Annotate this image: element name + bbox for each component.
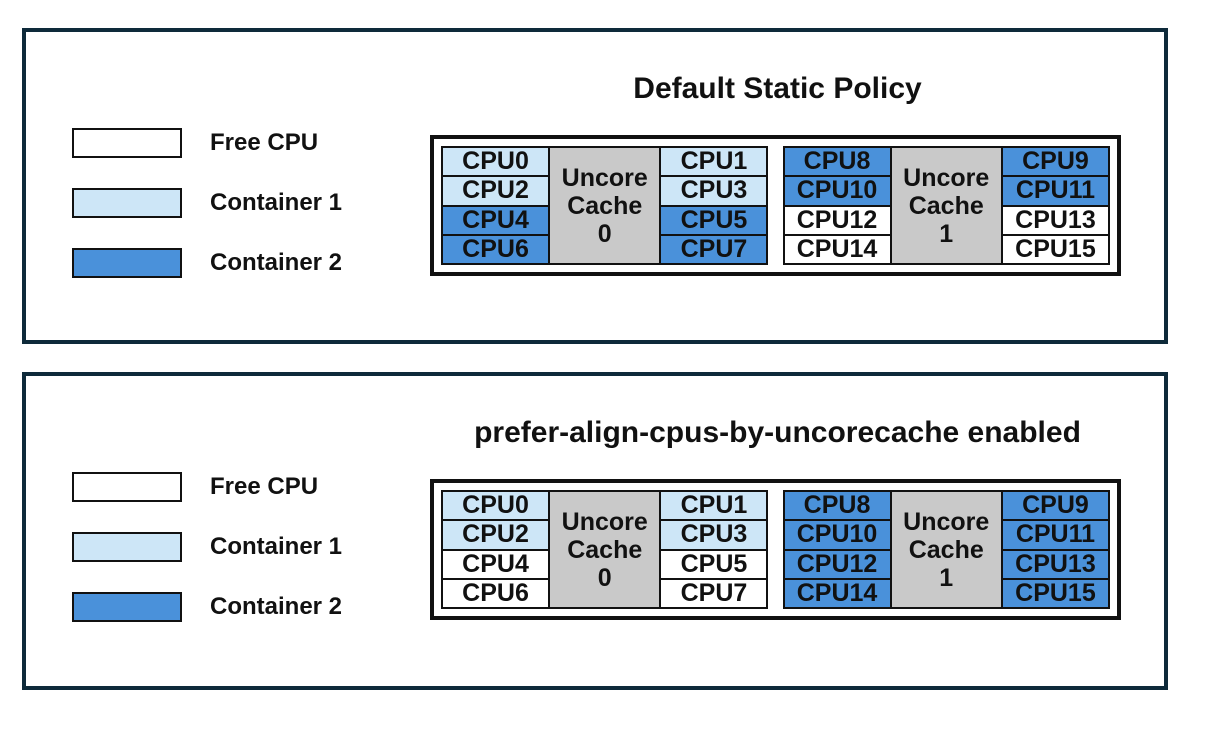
legend-item: Container 1	[72, 188, 342, 218]
cpu-cell-cpu6: CPU6	[443, 233, 549, 263]
cpu-cell-cpu11: CPU11	[1002, 519, 1108, 549]
cpu-cell-cpu15: CPU15	[1002, 233, 1108, 263]
legend-item: Free CPU	[72, 128, 342, 158]
cpu-cell-cpu12: CPU12	[784, 548, 890, 578]
legend-item: Container 2	[72, 592, 342, 622]
cpu-cell-cpu8: CPU8	[784, 148, 890, 176]
panel-prefer-align-cpus-by-uncorecache: prefer-align-cpus-by-uncorecache enabled…	[22, 372, 1168, 690]
cpu-cell-cpu7: CPU7	[661, 577, 767, 607]
legend-swatch-container2	[72, 592, 182, 622]
legend-swatch-container1	[72, 532, 182, 562]
uncore-cache-label-line: Cache	[567, 191, 643, 220]
uncore-cache-label-line: Uncore	[903, 507, 990, 536]
legend-label: Container 1	[210, 189, 343, 216]
legend-label: Free CPU	[210, 129, 319, 156]
legend-swatch-free	[72, 472, 182, 502]
cpu-cell-cpu0: CPU0	[443, 492, 549, 520]
cpu-cell-cpu10: CPU10	[784, 519, 890, 549]
uncore-cache-label-line: 1	[939, 563, 954, 592]
cpu-cell-cpu9: CPU9	[1002, 148, 1108, 176]
cpu-cell-cpu4: CPU4	[443, 548, 549, 578]
cpu-cell-cpu8: CPU8	[784, 492, 890, 520]
uncore-cache-label-line: Uncore	[903, 163, 990, 192]
legend: Free CPU Container 1 Container 2	[72, 128, 342, 308]
legend-label: Container 2	[210, 593, 343, 620]
uncore-cache-label-line: Uncore	[561, 507, 648, 536]
uncore-cache-label-line: Cache	[908, 535, 984, 564]
legend-item: Container 1	[72, 532, 342, 562]
cpu-cell-cpu7: CPU7	[661, 233, 767, 263]
cpu-cell-cpu1: CPU1	[661, 492, 767, 520]
legend-item: Container 2	[72, 248, 342, 278]
cpu-cell-cpu9: CPU9	[1002, 492, 1108, 520]
cpu-cell-cpu5: CPU5	[661, 548, 767, 578]
uncore-cache-label-line: 0	[597, 563, 612, 592]
cpu-cell-cpu15: CPU15	[1002, 577, 1108, 607]
uncore-cache-label-line: 0	[597, 219, 612, 248]
panel-title: prefer-align-cpus-by-uncorecache enabled	[474, 416, 1081, 449]
legend-swatch-free	[72, 128, 182, 158]
cpu-cell-cpu3: CPU3	[661, 175, 767, 205]
legend-item: Free CPU	[72, 472, 342, 502]
cpu-cell-cpu6: CPU6	[443, 577, 549, 607]
cpu-cell-cpu14: CPU14	[784, 233, 890, 263]
uncore-cache-label-line: Uncore	[561, 163, 648, 192]
cpu-cell-cpu13: CPU13	[1002, 548, 1108, 578]
cpu-cell-cpu0: CPU0	[443, 148, 549, 176]
cpu-cell-cpu12: CPU12	[784, 204, 890, 234]
panel-default-static-policy: Default Static Policy Free CPU Container …	[22, 28, 1168, 344]
legend-label: Container 1	[210, 533, 343, 560]
cpu-cell-cpu11: CPU11	[1002, 175, 1108, 205]
cpu-cell-cpu14: CPU14	[784, 577, 890, 607]
cpu-cell-cpu2: CPU2	[443, 175, 549, 205]
cpu-cell-cpu13: CPU13	[1002, 204, 1108, 234]
cpu-cell-cpu4: CPU4	[443, 204, 549, 234]
panel-title: Default Static Policy	[633, 72, 922, 105]
uncore-cache-label-line: Cache	[567, 535, 643, 564]
cpu-cell-cpu5: CPU5	[661, 204, 767, 234]
uncore-cache-label-line: 1	[939, 219, 954, 248]
uncore-cache-label-line: Cache	[908, 191, 984, 220]
legend: Free CPU Container 1 Container 2	[72, 472, 342, 652]
legend-label: Free CPU	[210, 473, 319, 500]
legend-swatch-container1	[72, 188, 182, 218]
legend-swatch-container2	[72, 248, 182, 278]
cpu-cell-cpu10: CPU10	[784, 175, 890, 205]
legend-label: Container 2	[210, 249, 343, 276]
cpu-cell-cpu2: CPU2	[443, 519, 549, 549]
cpu-cell-cpu3: CPU3	[661, 519, 767, 549]
cpu-cell-cpu1: CPU1	[661, 148, 767, 176]
